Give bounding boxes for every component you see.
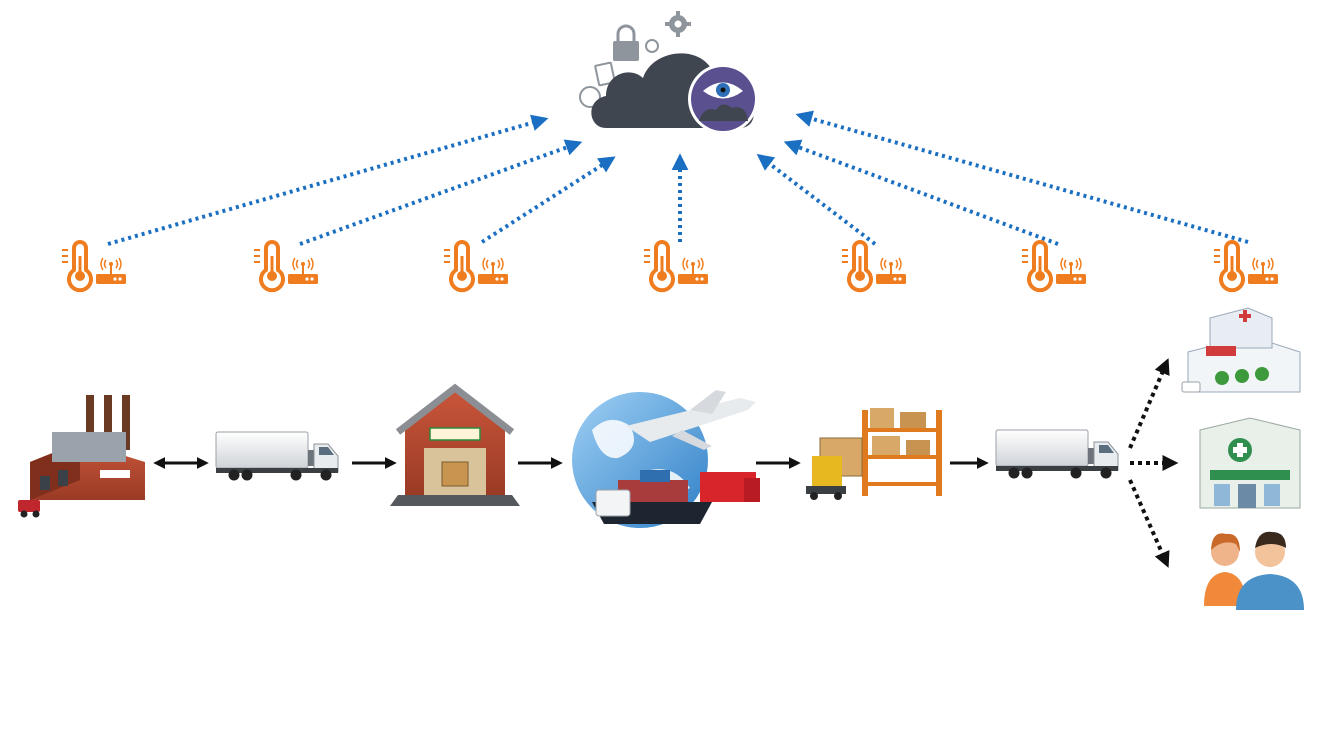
uplink-arrow-2 [299,139,583,246]
alarm-clock-icon [645,39,659,53]
wireless-transmitter-icon [478,257,508,284]
truck-icon [215,431,339,481]
uplink-arrow-7 [795,110,1249,244]
sensor-row [62,240,1278,293]
thermometer-icon [842,240,873,293]
pharmacy-icon [1199,417,1301,509]
warehouse-icon [390,383,520,506]
document-icon [594,61,616,87]
wireless-transmitter-icon [288,257,318,284]
distribution-arrows [1128,358,1179,568]
sensor-4 [644,240,708,293]
sensor-2 [254,240,318,293]
wireless-transmitter-icon [1056,257,1086,284]
sensor-7 [1214,240,1278,293]
sensor-uplink-arrows [107,110,1249,246]
wireless-transmitter-icon [96,257,126,284]
wireless-transmitter-icon [1248,257,1278,284]
wireless-transmitter-icon [876,257,906,284]
sensor-6 [1022,240,1086,293]
lock-icon [613,24,639,61]
thermometer-icon [444,240,475,293]
global-logistics-icon [572,390,760,528]
cloud-monitoring-icon [579,11,758,134]
eye-icon [688,64,758,134]
thermometer-icon [644,240,675,293]
thermometer-icon [62,240,93,293]
hospital-icon [1181,307,1301,393]
uplink-arrow-6 [783,139,1059,246]
factory-icon [18,395,145,518]
uplink-arrow-5 [756,153,877,246]
wireless-transmitter-icon [678,257,708,284]
thermometer-icon [1022,240,1053,293]
uplink-arrow-1 [107,114,549,246]
gear-icon [665,11,691,37]
distribution-arrow-hospital [1128,358,1170,449]
thermometer-icon [1214,240,1245,293]
people-icon [1204,531,1304,610]
truck-icon [995,429,1119,479]
sensor-1 [62,240,126,293]
sensor-5 [842,240,906,293]
thermometer-icon [254,240,285,293]
uplink-arrow-3 [480,156,616,244]
sensor-3 [444,240,508,293]
distribution-arrow-consumers [1128,479,1170,568]
storage-racks-icon [806,408,942,500]
